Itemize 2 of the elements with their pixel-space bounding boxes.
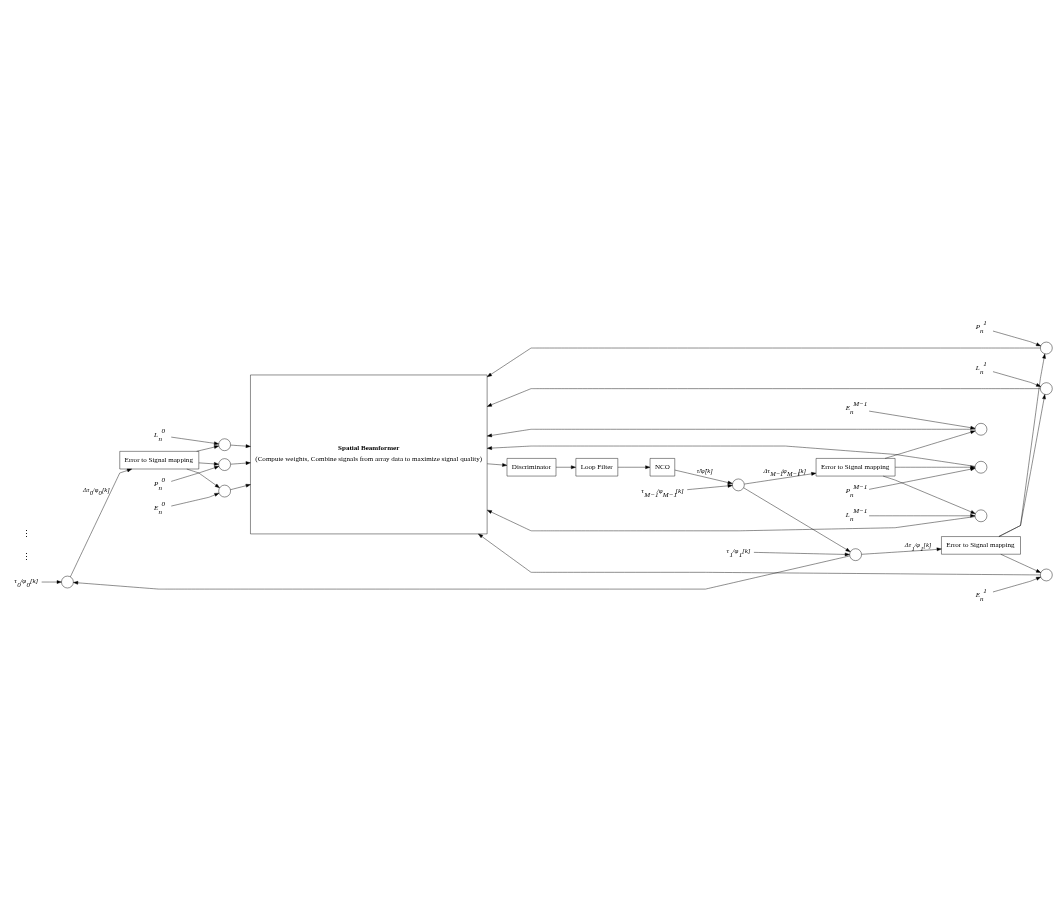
label: ⋮ xyxy=(21,528,31,539)
label: ⋮ xyxy=(21,551,31,562)
